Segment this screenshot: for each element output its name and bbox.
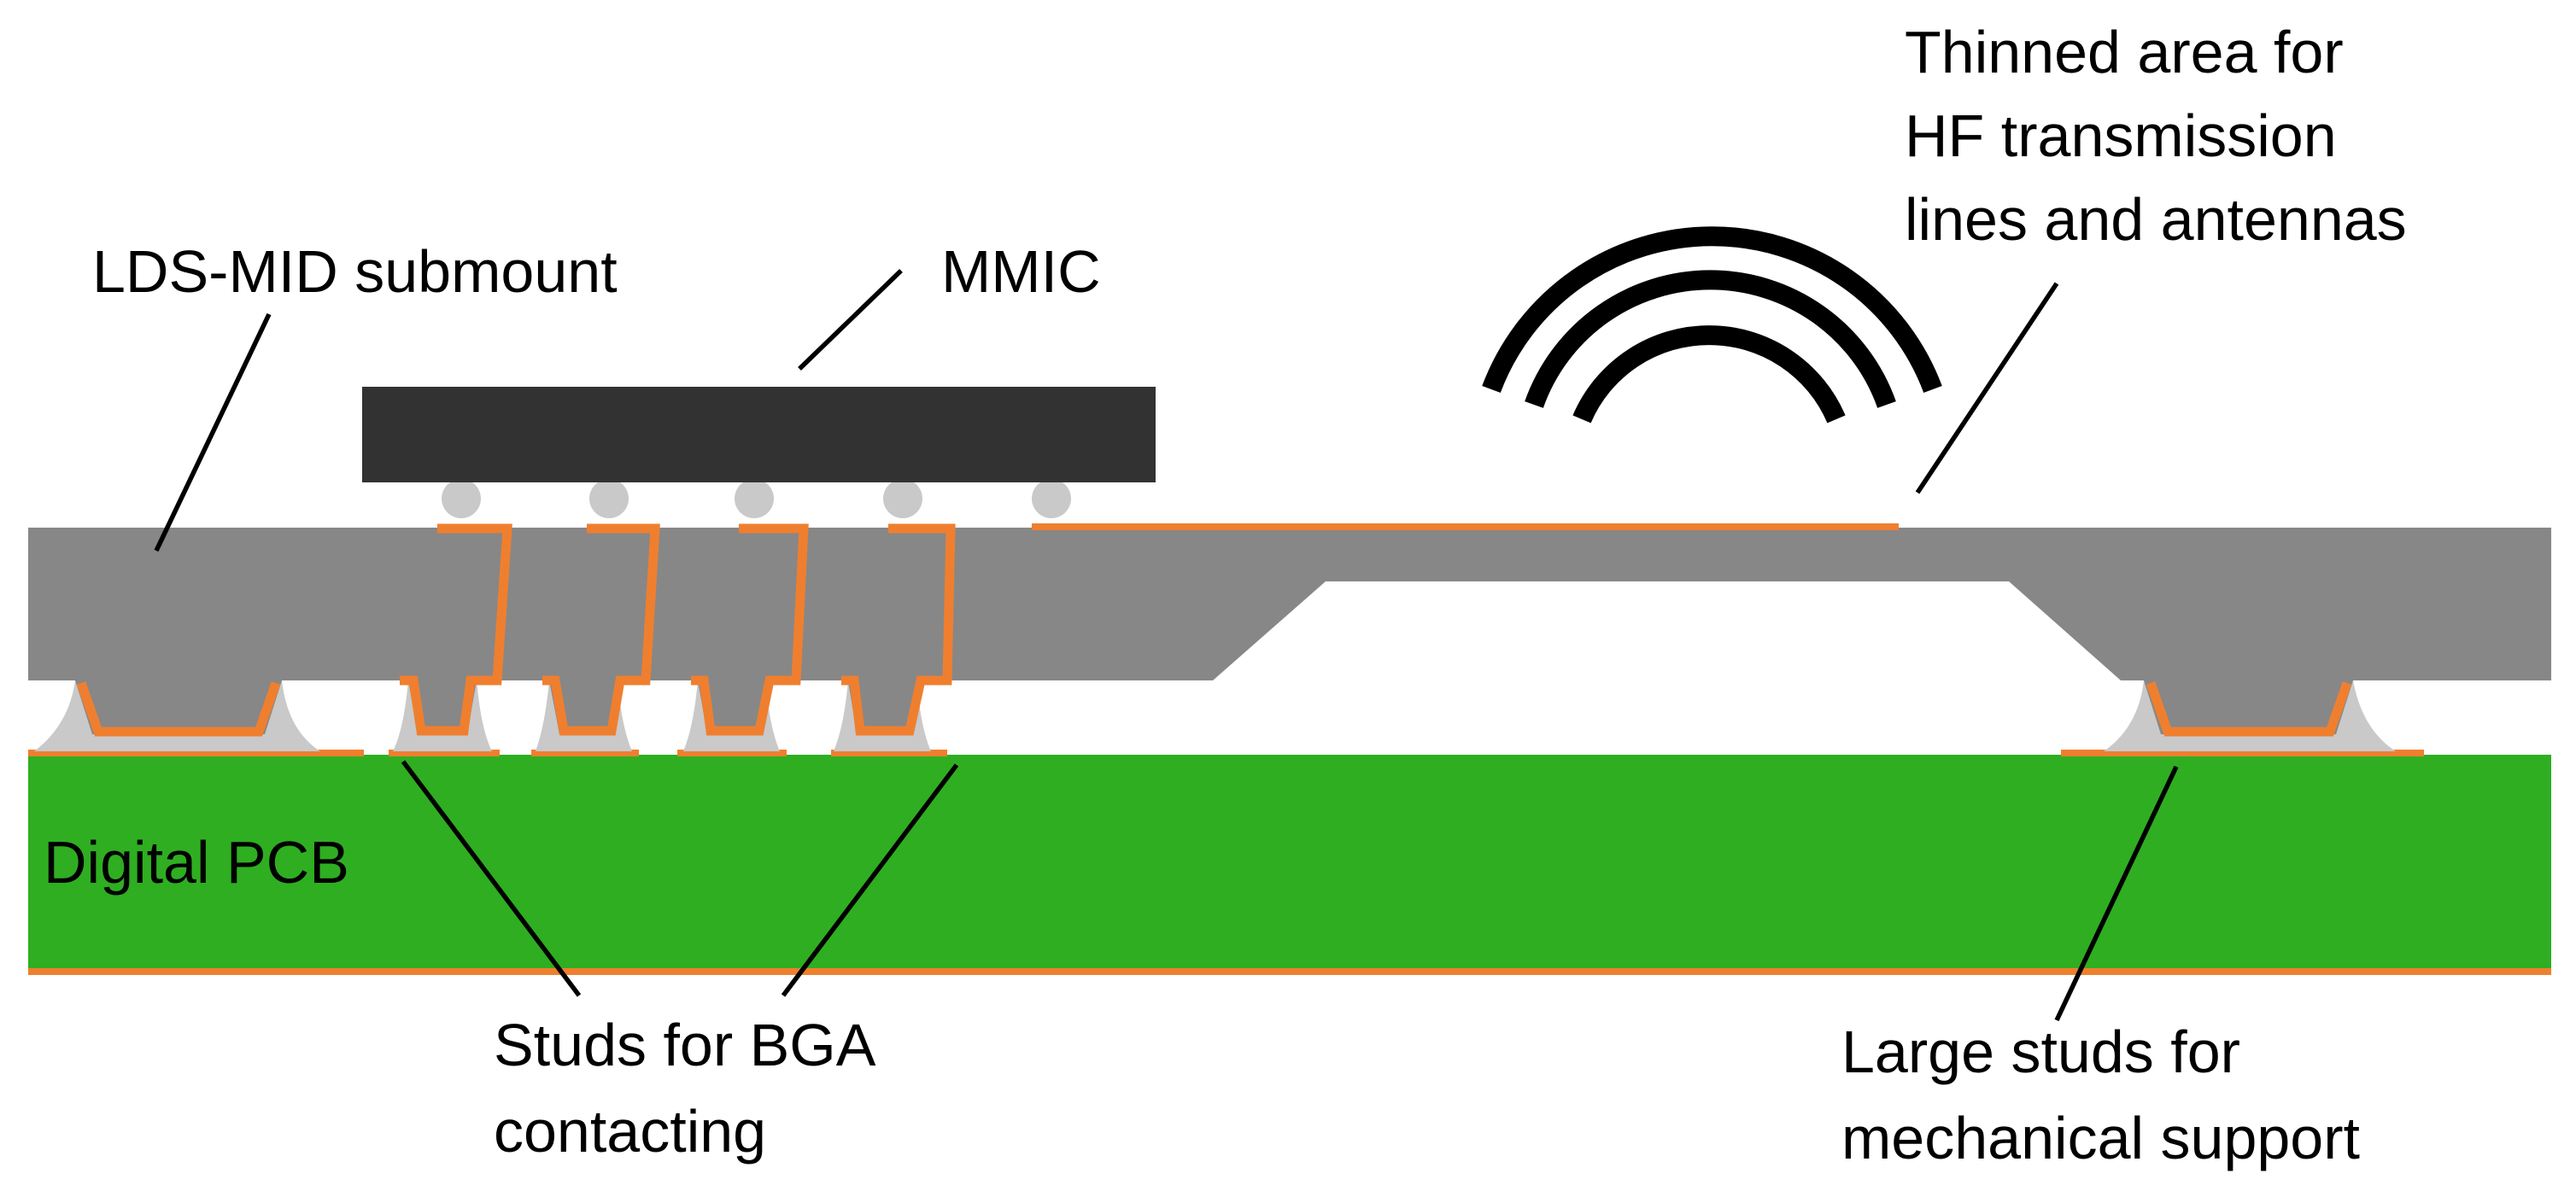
copper-bga-via [400,523,512,736]
mmic-chip [362,387,1156,482]
radiation-wave-outer [1482,226,1942,394]
leader-line-thinned-area [1915,282,2059,494]
label-digital-pcb: Digital PCB [44,829,349,896]
antenna-radiation-icon [1482,226,1942,423]
bga-ball [735,479,774,518]
label-large-studs-line2: mechanical support [1841,1105,2360,1171]
bga-ball [589,479,629,518]
copper-bga-via [841,523,956,736]
label-thinned-area-line1: Thinned area for [1905,19,2344,85]
label-thinned-area-line2: HF transmission [1905,102,2337,169]
label-thinned-area-line3: lines and antennas [1905,186,2407,253]
leader-line-large-studs [2054,765,2179,1022]
pcb-pad [389,750,500,756]
pcb-pad [2061,750,2424,756]
pcb-pad [677,750,787,756]
label-mmic: MMIC [941,238,1101,305]
label-bga-studs: Studs for BGA contacting [494,1012,889,1165]
leader-line-bga-studs-right [781,763,959,997]
lds-mid-submount-body [28,528,2551,734]
copper-bga-via [542,523,660,736]
pcb-bottom-copper-layer [28,968,2551,975]
digital-pcb-board [28,755,2551,970]
pcb-pad [831,750,947,756]
pcb-pad [28,750,364,756]
copper-large-stud-plating [2146,681,2352,737]
radiation-wave-middle [1525,270,1896,408]
leader-line-submount [154,312,272,552]
copper-large-stud-plating [76,681,281,737]
label-lds-mid-submount: LDS-MID submount [92,238,618,305]
copper-metallization [76,523,2352,737]
copper-bga-via [691,523,809,736]
bga-solder-balls [442,479,1071,518]
label-large-studs-line1: Large studs for [1841,1019,2240,1085]
leader-line-mmic [798,269,903,371]
hf-transmission-line [1032,523,1899,530]
pcb-landing-pads [28,750,2424,756]
label-thinned-area: Thinned area for HF transmission lines a… [1905,19,2407,253]
pcb-pad [531,750,639,756]
solder-fillets [34,680,2396,751]
radiation-wave-inner [1572,325,1846,423]
label-bga-studs-line1: Studs for BGA [494,1012,876,1078]
bga-ball [883,479,922,518]
leader-lines [154,269,2179,1022]
label-large-studs: Large studs for mechanical support [1841,1019,2360,1171]
label-bga-studs-line2: contacting [494,1098,766,1165]
leader-line-bga-studs-left [401,760,582,997]
bga-ball [1032,479,1071,518]
bga-ball [442,479,481,518]
